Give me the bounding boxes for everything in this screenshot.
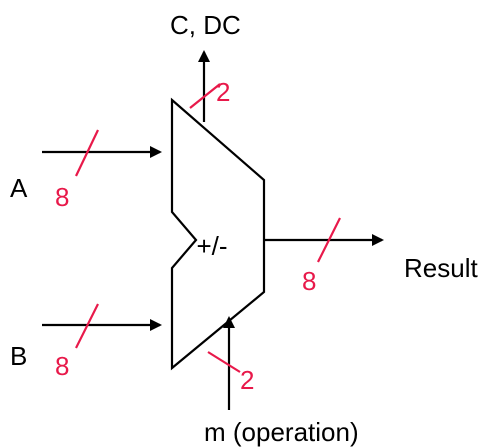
input-b-bus-slash bbox=[75, 303, 99, 349]
operation-width: 2 bbox=[240, 365, 254, 395]
flags-bus-slash bbox=[189, 83, 221, 109]
input-a-width: 8 bbox=[55, 182, 69, 212]
operation-label: m (operation) bbox=[204, 417, 359, 447]
operation-bus-slash bbox=[207, 351, 241, 373]
flags-width: 2 bbox=[216, 77, 230, 107]
result-label: Result bbox=[404, 253, 478, 283]
alu-operator-label: +/- bbox=[196, 231, 227, 261]
input-a-bus-slash bbox=[75, 129, 99, 177]
result-width: 8 bbox=[302, 266, 316, 296]
alu-body bbox=[170, 97, 266, 371]
flags-label: C, DC bbox=[170, 10, 241, 40]
input-b-width: 8 bbox=[55, 351, 69, 381]
result-bus-slash bbox=[317, 217, 341, 263]
input-a-label: A bbox=[10, 173, 28, 203]
input-b-label: B bbox=[10, 341, 27, 371]
